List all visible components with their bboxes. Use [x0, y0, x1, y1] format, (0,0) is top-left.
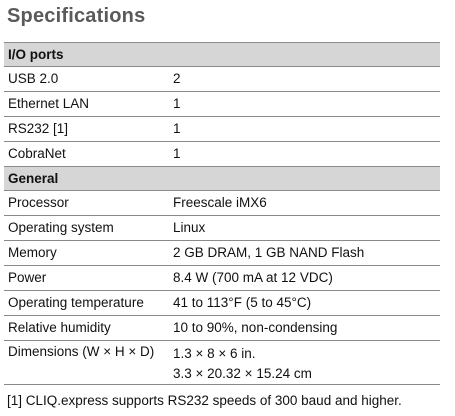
page-title: Specifications — [7, 5, 146, 27]
spec-value: 2 — [173, 66, 440, 92]
table-row: Ethernet LAN 1 — [4, 91, 440, 117]
spec-label: Dimensions (W × H × D) — [4, 340, 173, 385]
spec-value: Linux — [173, 215, 440, 241]
dimension-imperial: 1.3 × 8 × 6 in. — [173, 346, 256, 361]
dimension-metric: 3.3 × 20.32 × 15.24 cm — [173, 366, 312, 381]
spec-label: CobraNet — [4, 141, 173, 167]
spec-value: 1.3 × 8 × 6 in. 3.3 × 20.32 × 15.24 cm — [173, 340, 440, 385]
table-row: RS232 [1] 1 — [4, 116, 440, 142]
table-row: Relative humidity 10 to 90%, non-condens… — [4, 315, 440, 341]
spec-value: 8.4 W (700 mA at 12 VDC) — [173, 265, 440, 291]
table-row: Memory 2 GB DRAM, 1 GB NAND Flash — [4, 240, 440, 266]
section-header-io-ports: I/O ports — [4, 42, 440, 67]
spec-label: Relative humidity — [4, 315, 173, 341]
section-header-general: General — [4, 166, 440, 191]
spec-label: Memory — [4, 240, 173, 266]
table-row: Operating temperature 41 to 113°F (5 to … — [4, 290, 440, 316]
spec-label: Ethernet LAN — [4, 91, 173, 117]
table-row: USB 2.0 2 — [4, 66, 440, 92]
spec-value: 1 — [173, 91, 440, 117]
spec-value: 1 — [173, 116, 440, 142]
spec-label: Power — [4, 265, 173, 291]
table-row: CobraNet 1 — [4, 141, 440, 167]
table-row: Dimensions (W × H × D) 1.3 × 8 × 6 in. 3… — [4, 340, 440, 385]
spec-value: 10 to 90%, non-condensing — [173, 315, 440, 341]
spec-value: Freescale iMX6 — [173, 190, 440, 216]
spec-value: 1 — [173, 141, 440, 167]
specifications-table: I/O ports USB 2.0 2 Ethernet LAN 1 RS232… — [4, 42, 440, 385]
spec-value: 41 to 113°F (5 to 45°C) — [173, 290, 440, 316]
spec-value: 2 GB DRAM, 1 GB NAND Flash — [173, 240, 440, 266]
spec-label: USB 2.0 — [4, 66, 173, 92]
spec-label: Processor — [4, 190, 173, 216]
spec-label: Operating system — [4, 215, 173, 241]
section-heading: I/O ports — [4, 42, 440, 67]
table-row: Power 8.4 W (700 mA at 12 VDC) — [4, 265, 440, 291]
table-row: Operating system Linux — [4, 215, 440, 241]
section-heading: General — [4, 166, 440, 191]
table-row: Processor Freescale iMX6 — [4, 190, 440, 216]
spec-label: Operating temperature — [4, 290, 173, 316]
footnote: [1] CLIQ.express supports RS232 speeds o… — [7, 393, 402, 408]
spec-label: RS232 [1] — [4, 116, 173, 142]
